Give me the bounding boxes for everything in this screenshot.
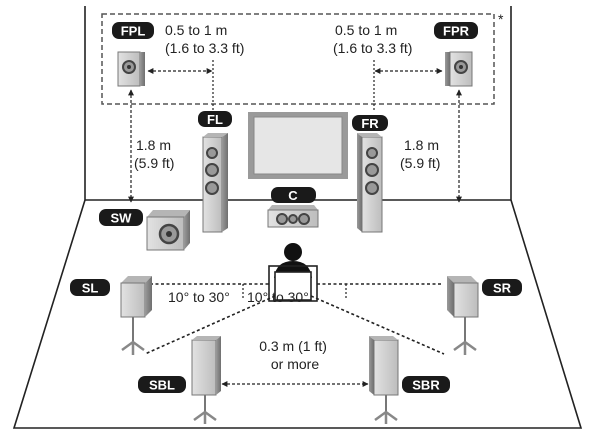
fr-badge: FR	[352, 115, 388, 131]
svg-text:SL: SL	[82, 281, 99, 296]
listener	[268, 243, 318, 302]
svg-text:FR: FR	[361, 116, 379, 131]
height-left-distance: 1.8 m (5.9 ft)	[134, 137, 175, 171]
fl-badge: FL	[198, 111, 232, 127]
svg-text:SBL: SBL	[149, 378, 175, 393]
c-badge: C	[271, 187, 316, 203]
sbl-speaker	[191, 336, 221, 424]
svg-text:SW: SW	[111, 211, 133, 226]
fr-speaker	[357, 133, 383, 233]
svg-text:SBR: SBR	[412, 378, 440, 393]
right-angle-line	[310, 295, 445, 355]
fpr-badge: FPR	[434, 22, 478, 39]
sr-speaker	[447, 276, 479, 355]
svg-text:SR: SR	[493, 281, 512, 296]
svg-text:FPL: FPL	[121, 24, 146, 39]
surround-angle-left: 10° to 30°	[168, 289, 230, 305]
presence-zone-box	[101, 13, 495, 105]
sw-badge: SW	[99, 209, 143, 226]
note-marker: *	[498, 11, 504, 27]
sl-badge: SL	[70, 279, 110, 296]
tv-screen	[248, 112, 348, 179]
sbr-speaker	[369, 336, 399, 424]
svg-text:FPR: FPR	[443, 24, 470, 39]
left-angle-line	[144, 295, 276, 355]
presence-left-distance: 0.5 to 1 m (1.6 to 3.3 ft)	[165, 22, 244, 56]
c-speaker	[267, 205, 319, 228]
sr-badge: SR	[482, 279, 522, 296]
fpl-speaker	[117, 51, 145, 87]
sbr-badge: SBR	[402, 376, 450, 393]
sw-speaker	[146, 210, 190, 251]
presence-right-distance: 0.5 to 1 m (1.6 to 3.3 ft)	[333, 22, 412, 56]
svg-text:C: C	[288, 188, 298, 203]
sl-speaker	[120, 276, 152, 355]
surround-angle-right: 10° to 30°	[247, 289, 309, 305]
sbl-badge: SBL	[138, 376, 186, 393]
back-gap-distance: 0.3 m (1 ft) or more	[259, 338, 331, 372]
height-right-distance: 1.8 m (5.9 ft)	[400, 137, 443, 171]
fpl-badge: FPL	[112, 22, 154, 39]
svg-text:FL: FL	[207, 112, 223, 127]
fl-speaker	[202, 133, 228, 233]
fpr-speaker	[445, 51, 473, 87]
